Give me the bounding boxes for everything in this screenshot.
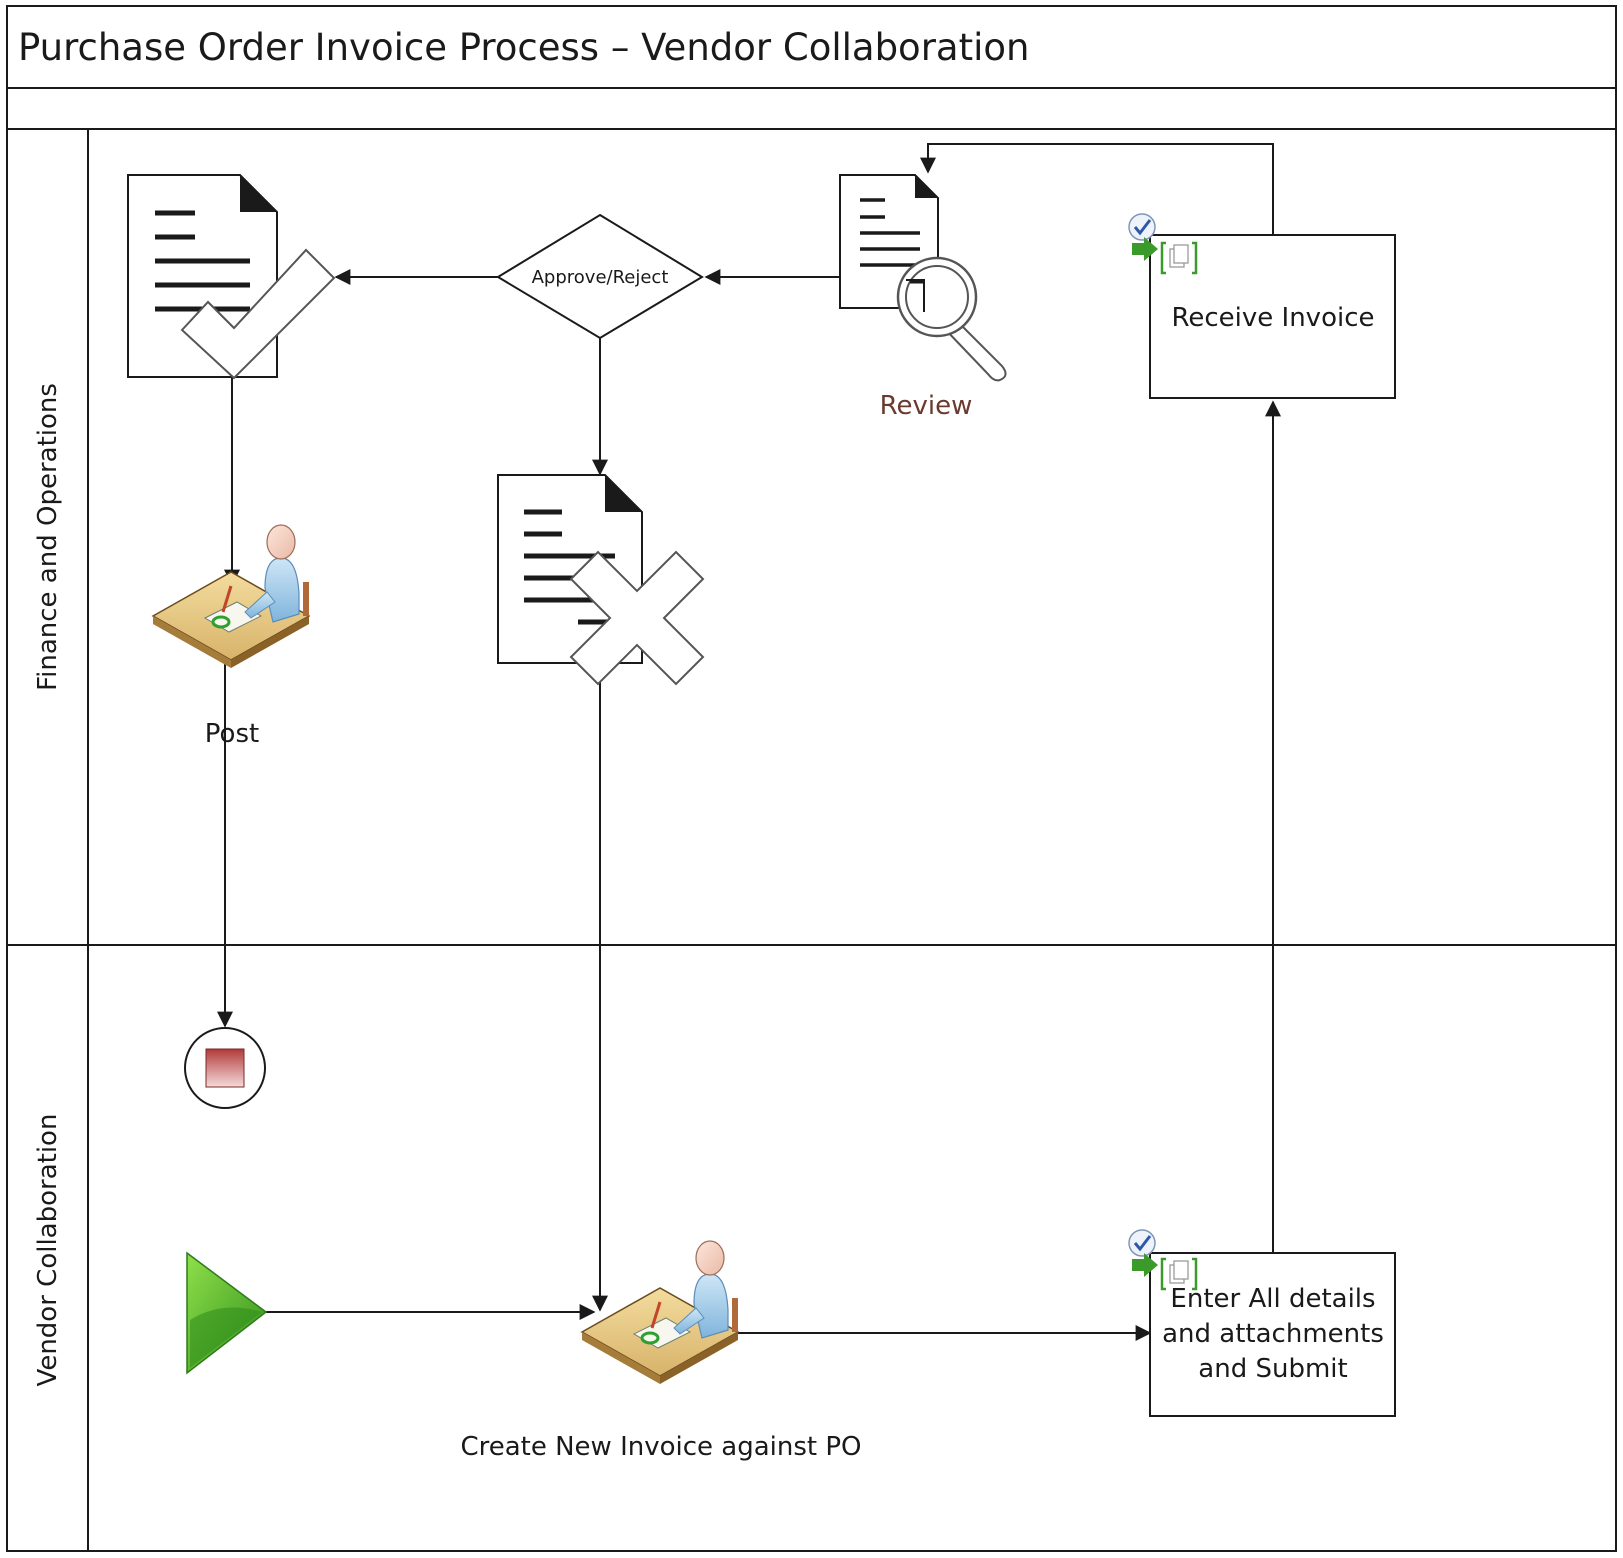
task-receive-invoice: Receive Invoice: [1149, 234, 1396, 399]
lane-label-vendor: Vendor Collaboration: [33, 1114, 63, 1387]
rejected-document-icon: [497, 474, 705, 686]
start-triangle-icon: [186, 1251, 268, 1375]
decision-approve-reject: Approve/Reject: [496, 213, 704, 340]
create-invoice-label: Create New Invoice against PO: [460, 1432, 861, 1462]
post-label: Post: [205, 719, 259, 749]
enter-details-line-2: and attachments: [1162, 1319, 1384, 1349]
enter-details-line-1: Enter All details: [1170, 1284, 1375, 1314]
diagram-title: Purchase Order Invoice Process – Vendor …: [18, 26, 1029, 69]
task-enter-details: Enter All details and attachments and Su…: [1149, 1252, 1396, 1417]
flow-receive-to-review: [920, 143, 1274, 234]
flow-connectors: [217, 143, 1281, 1341]
decision-label: Approve/Reject: [532, 267, 669, 288]
enter-details-line-3: and Submit: [1198, 1354, 1347, 1384]
approved-document-icon: [127, 174, 336, 380]
receive-invoice-label: Receive Invoice: [1171, 303, 1374, 333]
document-magnifier-icon: [839, 174, 1013, 382]
lane-label-finance: Finance and Operations: [33, 383, 63, 691]
end-event-icon: [184, 1027, 266, 1109]
pool-frame: [6, 5, 1617, 1552]
person-at-desk-icon: [580, 1239, 740, 1386]
review-label: Review: [880, 391, 973, 421]
